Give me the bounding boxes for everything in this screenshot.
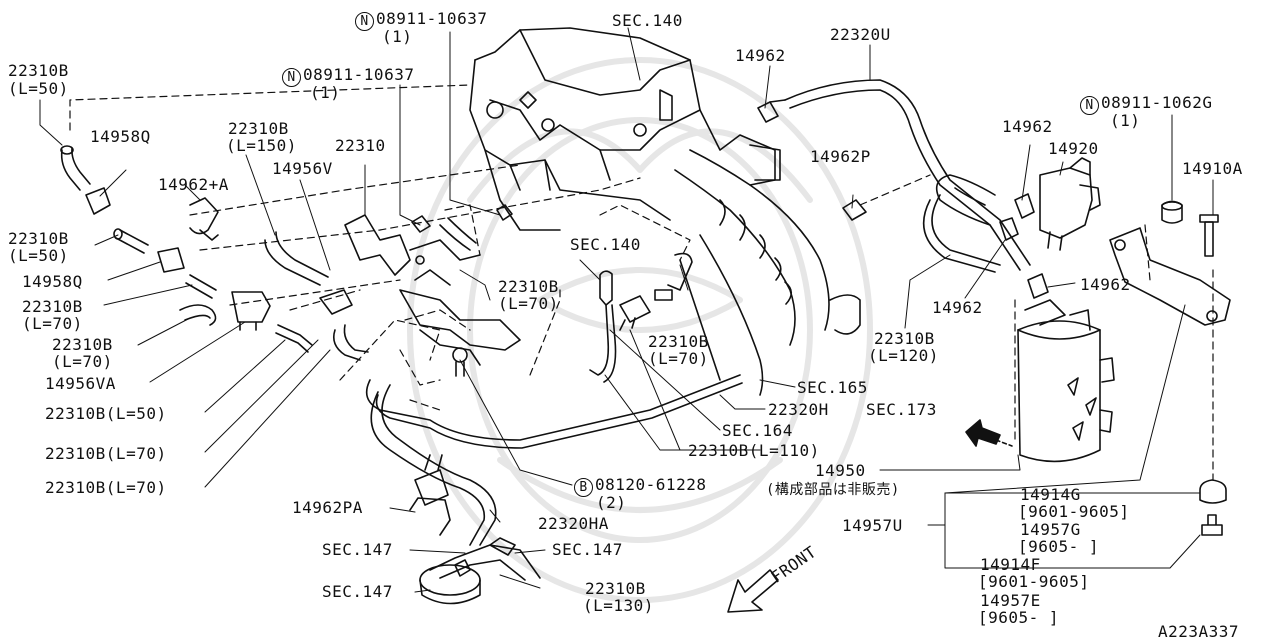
center-brackets [344, 204, 521, 377]
label-14910a: 14910A [1182, 159, 1243, 178]
date-14957e: [9605- ] [978, 608, 1060, 627]
label-22320ha: 22320HA [538, 514, 609, 533]
label-14962-clip: 14962 [1080, 275, 1131, 294]
label-22310b-l70-line2: 22310B(L=70) [45, 478, 167, 497]
qty-08911-10637-a: (1) [382, 27, 413, 46]
len-22310b-l70-right: (L=70) [648, 349, 709, 368]
len-22310b-l120: (L=120) [868, 346, 939, 365]
date-14957g: [9605- ] [1018, 537, 1100, 556]
label-22320u: 22320U [830, 25, 891, 44]
bottom-parts [409, 454, 541, 605]
label-22310b-l70-b: 22310B [52, 335, 113, 354]
label-22310b-l70-right: 22310B [648, 332, 709, 351]
label-14958q-top: 14958Q [90, 127, 151, 146]
direction-arrow-icon [965, 419, 1013, 447]
label-14962p: 14962P [810, 147, 871, 166]
label-22310b-l50-line: 22310B(L=50) [45, 404, 167, 423]
label-14956va: 14956VA [45, 374, 116, 393]
label-sec165: SEC.165 [797, 378, 868, 397]
label-14962pa: 14962PA [292, 498, 363, 517]
left-hose-parts [60, 145, 477, 361]
watermark-emblem [407, 57, 873, 603]
label-14914f: 14914F [980, 555, 1041, 574]
valve-parts [589, 252, 693, 383]
front-arrow-icon [727, 569, 779, 613]
label-14958q-bot: 14958Q [22, 272, 83, 291]
label-14957g: 14957G [1020, 520, 1081, 539]
label-sec140-top: SEC.140 [612, 11, 683, 30]
circle-n-marker: N [282, 68, 301, 87]
len-22310b-l50-top: (L=50) [8, 79, 69, 98]
label-sec147-a: SEC.147 [322, 540, 393, 559]
len-22310b-l130: (L=130) [583, 596, 654, 615]
circle-n-marker: N [1080, 96, 1099, 115]
len-22310b-l70-b: (L=70) [52, 352, 113, 371]
label-sec173: SEC.173 [866, 400, 937, 419]
label-22310: 22310 [335, 136, 386, 155]
label-14950: 14950 [815, 461, 866, 480]
label-14920: 14920 [1048, 139, 1099, 158]
label-22310b-l120: 22310B [874, 329, 935, 348]
qty-08911-10637-b: (1) [310, 83, 341, 102]
label-22310b-l70-center: 22310B [498, 277, 559, 296]
leader-lines [39, 27, 1214, 593]
circle-n-marker: N [355, 12, 374, 31]
label-14962a: 14962+A [158, 175, 229, 194]
qty-08911-1062g: (1) [1110, 111, 1141, 130]
label-sec164: SEC.164 [722, 421, 793, 440]
reference-code: A223A337 [1158, 622, 1240, 639]
label-22310b-l50-top: 22310B [8, 61, 69, 80]
date-14914f: [9601-9605] [978, 572, 1090, 591]
label-sec147-b: SEC.147 [552, 540, 623, 559]
label-14962-top: 14962 [735, 46, 786, 65]
label-14956v: 14956V [272, 159, 333, 178]
right-components [757, 99, 1231, 536]
label-14957u: 14957U [842, 516, 903, 535]
label-22310b-l50-mid: 22310B [8, 229, 69, 248]
len-22310b-l70-a: (L=70) [22, 314, 83, 333]
label-14957e: 14957E [980, 591, 1041, 610]
intake-duct [674, 144, 861, 396]
label-22310b-l130: 22310B [585, 579, 646, 598]
label-14962-right: 14962 [1002, 117, 1053, 136]
len-22310b-l50-mid: (L=50) [8, 246, 69, 265]
label-22310b-l110: 22310B(L=110) [688, 441, 820, 460]
qty-08120-61228: (2) [596, 493, 627, 512]
label-14962-mid: 14962 [932, 298, 983, 317]
label-22320h: 22320H [768, 400, 829, 419]
circle-b-marker: B [574, 478, 593, 497]
len-22310b-l70-center: (L=70) [498, 294, 559, 313]
note-14950: (構成部品は非販売) [766, 482, 900, 498]
date-14914g: [9601-9605] [1018, 502, 1130, 521]
label-14914g: 14914G [1020, 485, 1081, 504]
label-22310b-l70-a: 22310B [22, 297, 83, 316]
label-sec140-mid: SEC.140 [570, 235, 641, 254]
dashed-leaders [69, 84, 1214, 481]
label-sec147-c: SEC.147 [322, 582, 393, 601]
label-22310b-l70-line1: 22310B(L=70) [45, 444, 167, 463]
len-22310b-l150: (L=150) [226, 136, 297, 155]
label-22310b-l150: 22310B [228, 119, 289, 138]
